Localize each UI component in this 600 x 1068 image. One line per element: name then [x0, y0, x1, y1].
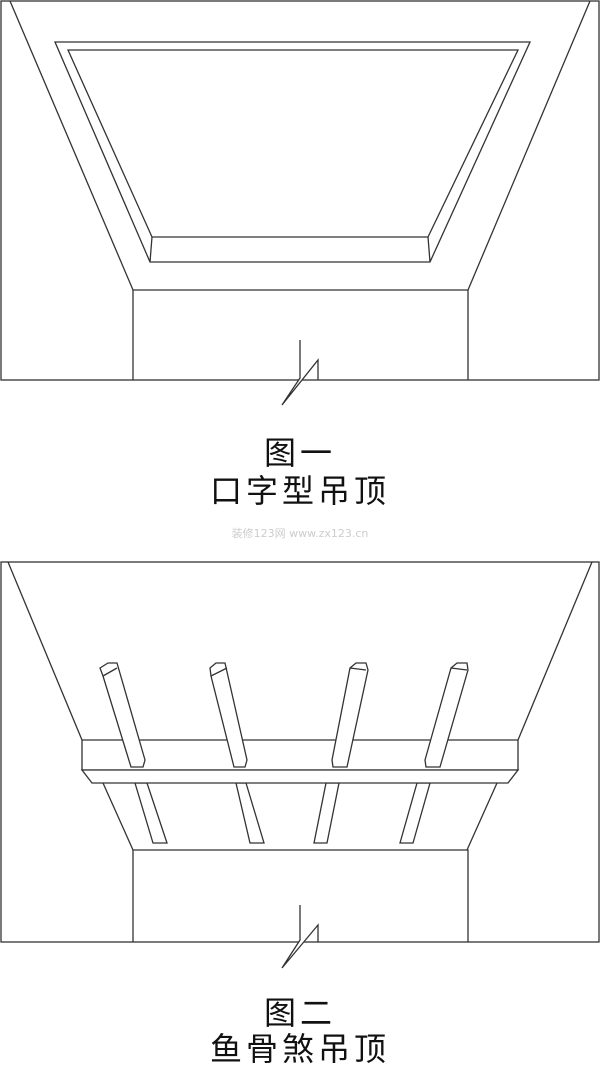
figure1-title: 口字型吊顶 — [209, 472, 390, 510]
figure2-number: 图二 — [263, 994, 336, 1032]
figure1-drawing — [0, 0, 600, 406]
break-symbol — [281, 905, 319, 969]
figure1-number: 图一 — [263, 434, 336, 472]
figure2-title: 鱼骨煞吊顶 — [209, 1030, 390, 1068]
figure2-drawing — [0, 561, 600, 969]
watermark: 装修123网 www.zx123.cn — [231, 527, 369, 540]
break-symbol — [281, 340, 319, 406]
